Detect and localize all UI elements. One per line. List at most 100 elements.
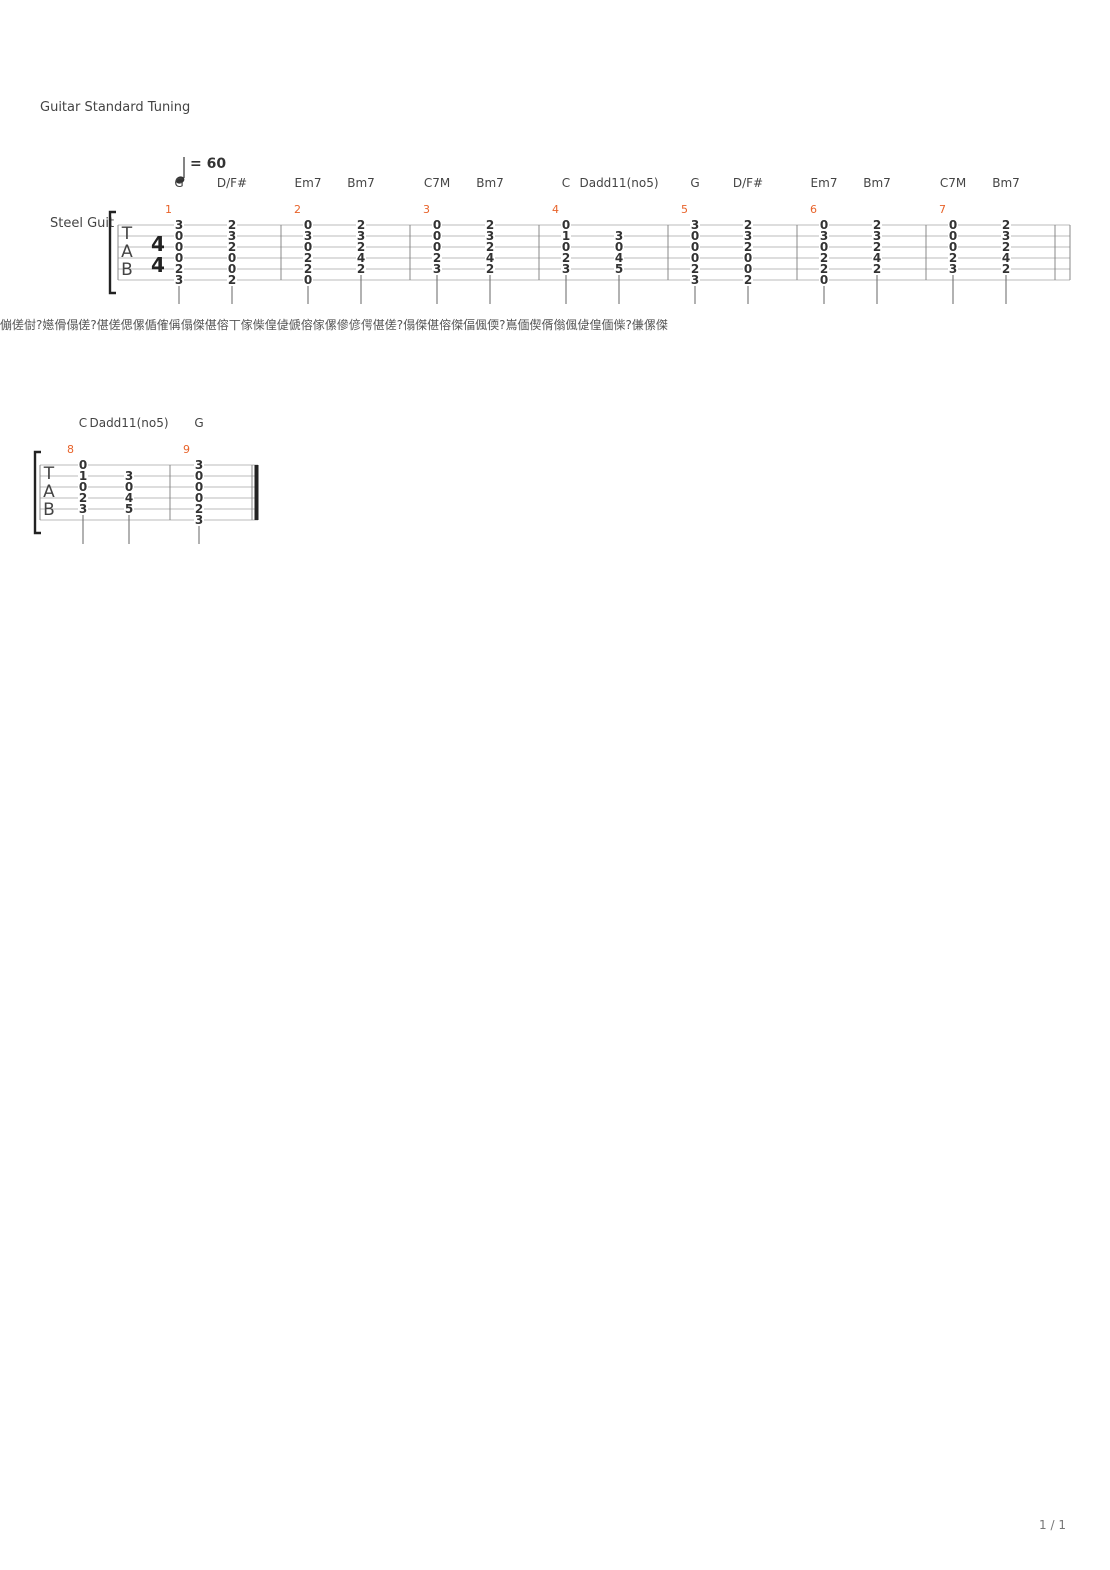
fret-number: 2: [820, 251, 828, 265]
time-signature-top: 4: [151, 232, 165, 256]
fret-background: [743, 242, 753, 252]
fret-number: 3: [125, 469, 133, 483]
fret-number: 2: [744, 240, 752, 254]
fret-number: 2: [744, 273, 752, 287]
measure-number: 3: [423, 203, 430, 216]
fret-background: [948, 220, 958, 230]
fret-number: 0: [820, 273, 828, 287]
fret-background: [690, 242, 700, 252]
fret-background: [432, 242, 442, 252]
fret-number: 2: [228, 240, 236, 254]
fret-background: [485, 231, 495, 241]
fret-number: 3: [873, 229, 881, 243]
fret-background: [485, 220, 495, 230]
chord-name: D/F#: [733, 176, 763, 190]
fret-number: 3: [175, 273, 183, 287]
fret-number: 2: [486, 240, 494, 254]
quarter-note-icon: [175, 157, 185, 184]
tempo-marking: = 60: [190, 156, 227, 172]
fret-number: 0: [433, 229, 441, 243]
chord-name: Bm7: [863, 176, 891, 190]
chord-name: Em7: [811, 176, 838, 190]
chord-name: Bm7: [992, 176, 1020, 190]
fret-background: [356, 253, 366, 263]
chord-name: G: [690, 176, 699, 190]
chord-name: C7M: [940, 176, 966, 190]
fret-background: [948, 264, 958, 274]
fret-background: [227, 242, 237, 252]
fret-background: [174, 275, 184, 285]
fret-background: [561, 242, 571, 252]
fret-number: 2: [304, 262, 312, 276]
fret-number: 2: [486, 262, 494, 276]
fret-number: 0: [195, 491, 203, 505]
fret-background: [432, 264, 442, 274]
fret-number: 2: [357, 218, 365, 232]
fret-background: [561, 231, 571, 241]
fret-background: [124, 493, 134, 503]
fret-background: [948, 253, 958, 263]
fret-background: [78, 471, 88, 481]
fret-number: 0: [744, 251, 752, 265]
fret-number: 4: [1002, 251, 1010, 265]
fret-number: 2: [691, 262, 699, 276]
fret-background: [227, 231, 237, 241]
fret-background: [174, 231, 184, 241]
system-bracket: [108, 210, 116, 295]
instrument-name: Steel Guit: [50, 216, 115, 231]
fret-background: [303, 220, 313, 230]
fret-number: 0: [175, 229, 183, 243]
fret-number: 2: [79, 491, 87, 505]
chord-name: Bm7: [347, 176, 375, 190]
fret-number: 0: [433, 218, 441, 232]
fret-number: 0: [195, 480, 203, 494]
fret-background: [78, 482, 88, 492]
fret-background: [614, 264, 624, 274]
fret-background: [485, 253, 495, 263]
fret-number: 0: [820, 240, 828, 254]
fret-number: 5: [125, 502, 133, 516]
chord-name: Bm7: [476, 176, 504, 190]
fret-number: 1: [562, 229, 570, 243]
fret-number: 3: [691, 273, 699, 287]
chord-name: G: [194, 416, 203, 430]
fret-background: [743, 253, 753, 263]
tab-clef-letter: T: [43, 464, 55, 484]
fret-number: 0: [949, 218, 957, 232]
fret-number: 3: [744, 229, 752, 243]
fret-background: [690, 220, 700, 230]
fret-background: [690, 253, 700, 263]
fret-number: 3: [79, 502, 87, 516]
fret-background: [1001, 220, 1011, 230]
fret-background: [194, 460, 204, 470]
measure-number: 9: [183, 443, 190, 456]
fret-background: [561, 253, 571, 263]
tab-clef-letter: A: [43, 482, 55, 502]
fret-number: 0: [195, 469, 203, 483]
fret-number: 3: [433, 262, 441, 276]
fret-background: [303, 242, 313, 252]
fret-background: [194, 471, 204, 481]
fret-number: 2: [873, 240, 881, 254]
fret-number: 2: [562, 251, 570, 265]
fret-background: [227, 220, 237, 230]
chord-name: Dadd11(no5): [579, 176, 658, 190]
fret-background: [303, 275, 313, 285]
fret-background: [194, 504, 204, 514]
fret-background: [872, 242, 882, 252]
lyric-line: 傰傞傠?嬨傦傝傞?偡傞偲傫偱傕偁傝傑偡傛丅傢偨偟偼傂傛傢傫傪偐偔偡傞?傝傑偡傛傑…: [0, 318, 668, 332]
fret-background: [872, 231, 882, 241]
chord-name: G: [174, 176, 183, 190]
fret-background: [561, 220, 571, 230]
fret-number: 0: [691, 229, 699, 243]
fret-background: [690, 264, 700, 274]
fret-background: [819, 231, 829, 241]
fret-background: [124, 504, 134, 514]
fret-number: 5: [615, 262, 623, 276]
fret-number: 2: [228, 273, 236, 287]
fret-background: [303, 264, 313, 274]
fret-number: 2: [873, 262, 881, 276]
fret-number: 0: [615, 240, 623, 254]
fret-number: 3: [562, 262, 570, 276]
tab-clef-letter: T: [121, 224, 133, 244]
